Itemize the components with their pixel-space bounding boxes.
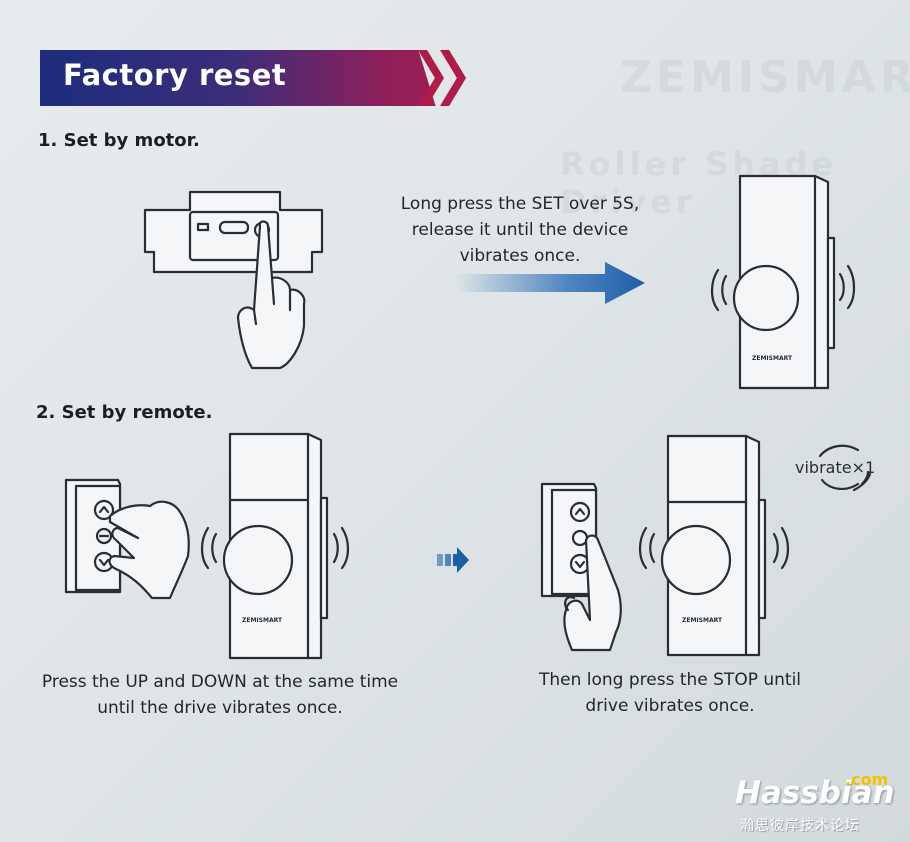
step2-caption-left-line: until the drive vibrates once. [20,695,420,721]
step1-caption: Long press the SET over 5S, release it u… [370,191,670,269]
arrow-right-icon [455,262,650,304]
step2-caption-right: Then long press the STOP until drive vib… [515,667,825,719]
step2-title: 2. Set by remote. [36,402,212,423]
step1-caption-line: Long press the SET over 5S, [370,191,670,217]
step1-caption-line: release it until the device [370,217,670,243]
step2-caption-left: Press the UP and DOWN at the same time u… [20,669,420,721]
motor-illustration [140,186,330,371]
step1-title: 1. Set by motor. [38,130,200,151]
arrow-right-icon [437,545,471,575]
step2-caption-right-line: drive vibrates once. [515,693,825,719]
step2-caption-right-line: Then long press the STOP until [515,667,825,693]
background-brand-text: ZEMISMART [620,52,910,103]
page-title: Factory reset [63,58,286,92]
drive-device: ZEMISMART [628,430,803,660]
device-brand-label: ZEMISMART [682,617,723,624]
device-brand-label: ZEMISMART [242,617,283,624]
watermark-domain: .com [845,770,888,789]
vibrate-badge-label: vibrate×1 [795,458,875,477]
step2-caption-left-line: Press the UP and DOWN at the same time [20,669,420,695]
drive-device: ZEMISMART [700,170,865,395]
remote-illustration [62,476,202,598]
drive-device: ZEMISMART [190,428,365,663]
watermark-subtitle: 瀚思彼岸技术论坛 [740,815,860,835]
device-brand-label: ZEMISMART [752,355,793,362]
